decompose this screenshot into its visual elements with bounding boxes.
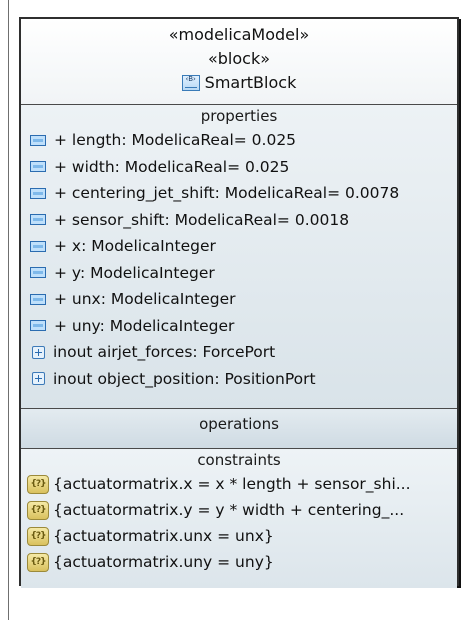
constraint-icon: {?} [27,526,49,546]
block-name-row[interactable]: ‹B› SmartBlock [21,71,457,95]
diagram-frame-edge [8,0,9,620]
property-row[interactable]: + unx: ModelicaInteger [21,286,457,313]
property-row[interactable]: + uny: ModelicaInteger [21,313,457,340]
constraint-row[interactable]: {?}{actuatormatrix.x = x * length + sens… [21,471,457,497]
property-icon [30,187,46,199]
property-row[interactable]: + width: ModelicaReal= 0.025 [21,154,457,181]
constraint-label: {actuatormatrix.x = x * length + sensor_… [53,475,411,493]
constraints-title: constraints [197,451,281,469]
property-label: + y: ModelicaInteger [54,263,215,282]
constraint-label: {actuatormatrix.unx = unx} [53,527,274,545]
property-row[interactable]: + length: ModelicaReal= 0.025 [21,127,457,154]
stereotype-modelica-model: «modelicaModel» [168,25,310,44]
constraints-compartment: constraints {?}{actuatormatrix.x = x * l… [21,449,457,588]
property-icon [30,293,46,305]
constraint-row[interactable]: {?}{actuatormatrix.unx = unx} [21,523,457,549]
smartblock-element[interactable]: «modelicaModel» «block» ‹B› SmartBlock p… [19,17,459,588]
property-icon [30,134,46,146]
property-icon [30,214,46,226]
constraint-row[interactable]: {?}{actuatormatrix.uny = uny} [21,549,457,575]
constraint-icon: {?} [27,500,49,520]
port-icon [32,345,45,359]
property-icon [30,240,46,252]
property-label: + width: ModelicaReal= 0.025 [54,157,290,176]
operations-compartment: operations [21,409,457,449]
property-row[interactable]: + x: ModelicaInteger [21,233,457,260]
property-label: + uny: ModelicaInteger [54,316,235,335]
constraint-icon: {?} [27,474,49,494]
properties-compartment: properties + length: ModelicaReal= 0.025… [21,105,457,409]
constraint-row[interactable]: {?}{actuatormatrix.y = y * width + cente… [21,497,457,523]
property-label: + x: ModelicaInteger [54,237,216,256]
block-icon: ‹B› [181,75,200,91]
property-row[interactable]: + y: ModelicaInteger [21,260,457,287]
constraint-label: {actuatormatrix.y = y * width + centerin… [53,501,405,519]
block-header: «modelicaModel» «block» ‹B› SmartBlock [21,19,457,105]
property-label: + centering_jet_shift: ModelicaReal= 0.0… [54,184,400,203]
block-name[interactable]: SmartBlock [204,73,297,92]
property-row[interactable]: + centering_jet_shift: ModelicaReal= 0.0… [21,180,457,207]
property-label: + sensor_shift: ModelicaReal= 0.0018 [54,210,350,229]
property-icon [30,161,46,173]
property-label: + unx: ModelicaInteger [54,290,236,309]
property-label: + length: ModelicaReal= 0.025 [54,131,297,150]
constraint-label: {actuatormatrix.uny = uny} [53,553,274,571]
port-label: inout airjet_forces: ForcePort [53,343,276,362]
property-row[interactable]: + sensor_shift: ModelicaReal= 0.0018 [21,207,457,234]
operations-title: operations [199,415,279,433]
port-label: inout object_position: PositionPort [53,369,316,388]
constraint-icon: {?} [27,552,49,572]
property-icon [30,320,46,332]
property-icon [30,267,46,279]
properties-title: properties [200,107,278,125]
port-row[interactable]: inout object_position: PositionPort [21,366,457,393]
port-row[interactable]: inout airjet_forces: ForcePort [21,339,457,366]
stereotype-block: «block» [207,49,271,68]
port-icon [32,372,45,386]
